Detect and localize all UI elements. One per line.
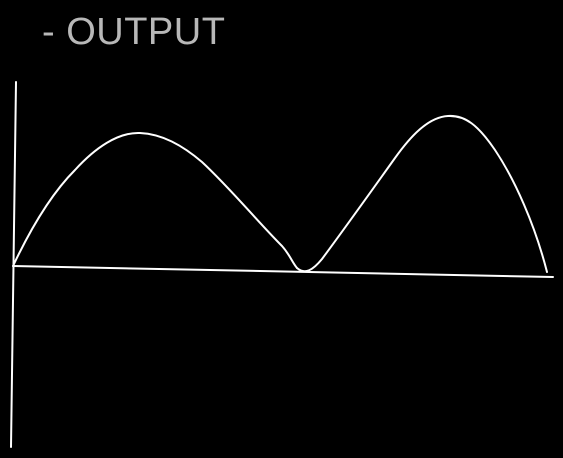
horizontal-axis <box>12 265 554 278</box>
first-hump-curve <box>12 131 298 269</box>
second-hump-curve <box>296 114 548 273</box>
output-title: - OUTPUT <box>42 11 226 53</box>
